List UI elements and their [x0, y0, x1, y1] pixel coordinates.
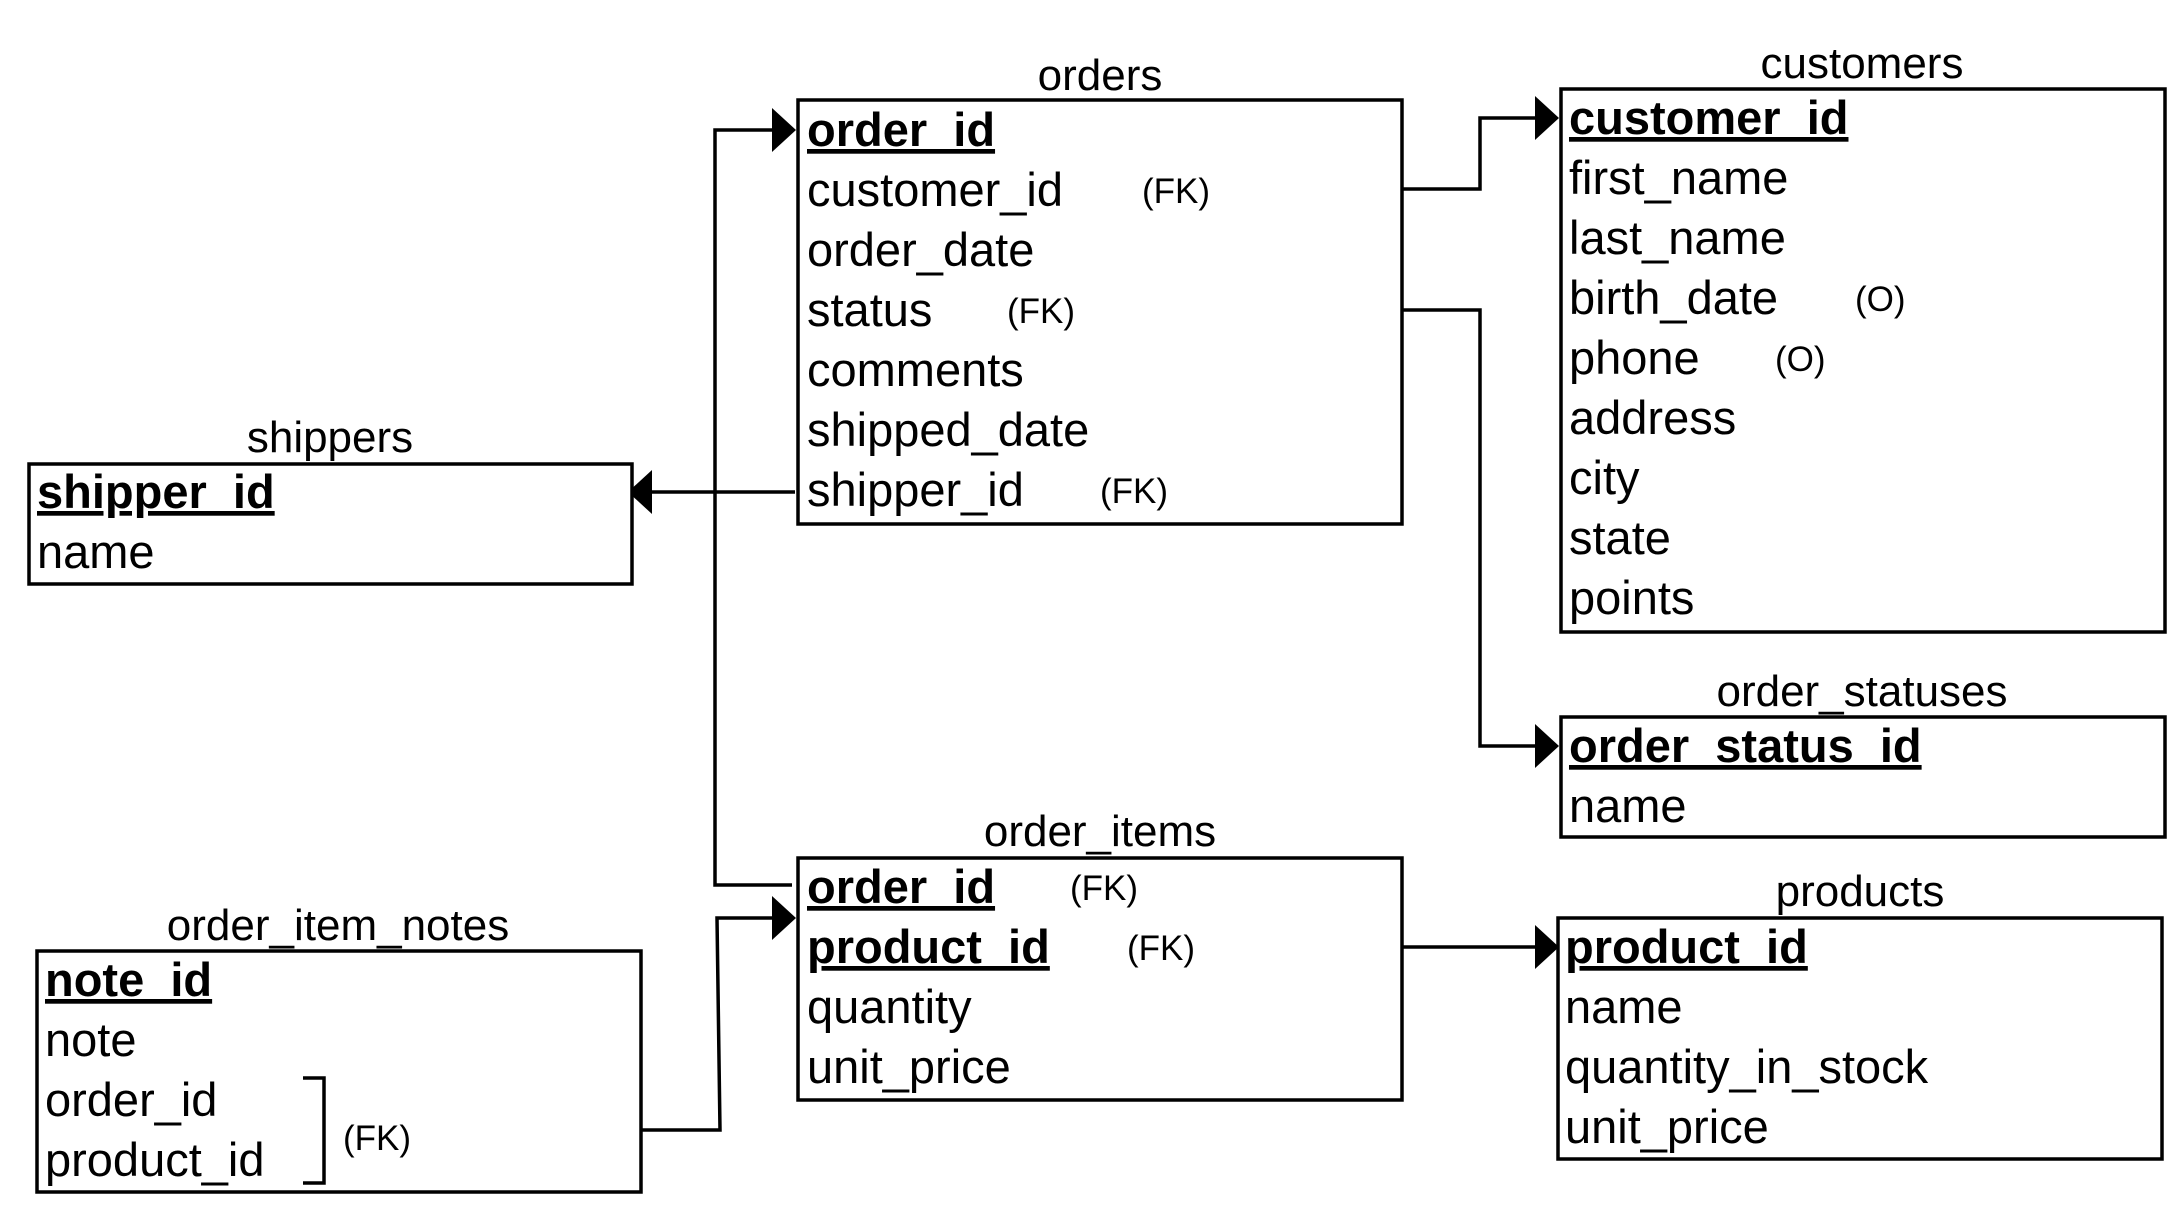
table-title-products: products — [1776, 867, 1945, 916]
connector-orders-customers — [1402, 116, 1535, 191]
table-order-items[interactable]: order_items order_id (FK) product_id (FK… — [796, 807, 1404, 1102]
optional-note-customers-birth-date: (O) — [1855, 280, 1906, 319]
table-title-order-statuses: order_statuses — [1716, 667, 2007, 716]
arrowhead-order-statuses — [1535, 724, 1559, 768]
fk-note-order-items-order-id: (FK) — [1070, 869, 1138, 908]
connector-orders-order-statuses — [1402, 308, 1535, 748]
field-order-items-unit-price: unit_price — [807, 1040, 1011, 1093]
field-products-name: name — [1565, 980, 1683, 1033]
field-shippers-shipper-id: shipper_id — [37, 465, 275, 518]
field-customers-customer-id: customer_id — [1569, 91, 1848, 144]
table-box-shippers — [27, 462, 634, 586]
table-order-statuses[interactable]: order_statuses order_status_id name — [1559, 667, 2167, 839]
table-box-order-items — [796, 856, 1404, 1102]
field-order-item-notes-note-id: note_id — [45, 953, 212, 1006]
field-order-items-quantity: quantity — [807, 980, 972, 1033]
field-customers-last-name: last_name — [1569, 211, 1786, 264]
arrowhead-orders — [772, 108, 796, 152]
arrowhead-customers — [1535, 96, 1559, 140]
arrowhead-order-items — [772, 896, 796, 940]
field-orders-order-id: order_id — [807, 103, 995, 156]
table-title-orders: orders — [1038, 51, 1163, 100]
field-products-quantity-in-stock: quantity_in_stock — [1565, 1040, 1929, 1093]
field-order-item-notes-order-id: order_id — [45, 1073, 217, 1126]
table-title-customers: customers — [1761, 39, 1964, 88]
table-box-order-item-notes — [35, 949, 643, 1194]
fk-note-order-items-product-id: (FK) — [1127, 929, 1195, 968]
field-customers-city: city — [1569, 451, 1640, 504]
table-orders[interactable]: orders order_id customer_id (FK) order_d… — [796, 51, 1404, 526]
field-customers-phone: phone — [1569, 331, 1700, 384]
field-orders-order-date: order_date — [807, 223, 1034, 276]
arrowhead-products — [1535, 925, 1559, 969]
field-order-items-order-id: order_id — [807, 860, 995, 913]
relationships — [628, 96, 1559, 1132]
field-customers-points: points — [1569, 571, 1694, 624]
field-shippers-name: name — [37, 525, 155, 578]
field-order-statuses-name: name — [1569, 779, 1687, 832]
field-orders-shipped-date: shipped_date — [807, 403, 1089, 456]
field-orders-shipper-id: shipper_id — [807, 463, 1024, 516]
field-customers-state: state — [1569, 511, 1671, 564]
fk-note-orders-shipper-id: (FK) — [1100, 472, 1168, 511]
fk-note-orders-customer-id: (FK) — [1142, 172, 1210, 211]
field-customers-first-name: first_name — [1569, 151, 1788, 204]
table-box-customers — [1559, 87, 2167, 634]
field-order-item-notes-note: note — [45, 1013, 136, 1066]
optional-note-customers-phone: (O) — [1775, 340, 1826, 379]
connector-orders-trunk — [713, 128, 792, 887]
fk-note-order-item-notes-composite: (FK) — [343, 1119, 411, 1158]
field-products-unit-price: unit_price — [1565, 1100, 1769, 1153]
table-products[interactable]: products product_id name quantity_in_sto… — [1556, 867, 2164, 1161]
table-box-products — [1556, 916, 2164, 1161]
field-order-items-product-id: product_id — [807, 920, 1050, 973]
field-customers-address: address — [1569, 391, 1736, 444]
fk-note-orders-status: (FK) — [1007, 292, 1075, 331]
arrowhead-shippers — [628, 470, 652, 514]
field-orders-comments: comments — [807, 343, 1024, 396]
table-title-order-item-notes: order_item_notes — [167, 901, 509, 950]
table-box-order-statuses — [1559, 715, 2167, 839]
field-order-statuses-order-status-id: order_status_id — [1569, 719, 1922, 772]
field-orders-status: status — [807, 283, 932, 336]
table-box-orders — [796, 98, 1404, 526]
table-order-item-notes[interactable]: order_item_notes note_id note order_id p… — [35, 901, 643, 1194]
field-customers-birth-date: birth_date — [1569, 271, 1778, 324]
field-orders-customer-id: customer_id — [807, 163, 1063, 216]
table-title-order-items: order_items — [984, 807, 1216, 856]
table-shippers[interactable]: shippers shipper_id name — [27, 413, 634, 586]
table-customers[interactable]: customers customer_id first_name last_na… — [1559, 39, 2167, 634]
composite-fk-bracket — [303, 1076, 326, 1185]
table-title-shippers: shippers — [247, 413, 413, 462]
field-order-item-notes-product-id: product_id — [45, 1133, 265, 1186]
field-products-product-id: product_id — [1565, 920, 1808, 973]
connector-order-item-notes-order-items — [642, 916, 772, 1132]
